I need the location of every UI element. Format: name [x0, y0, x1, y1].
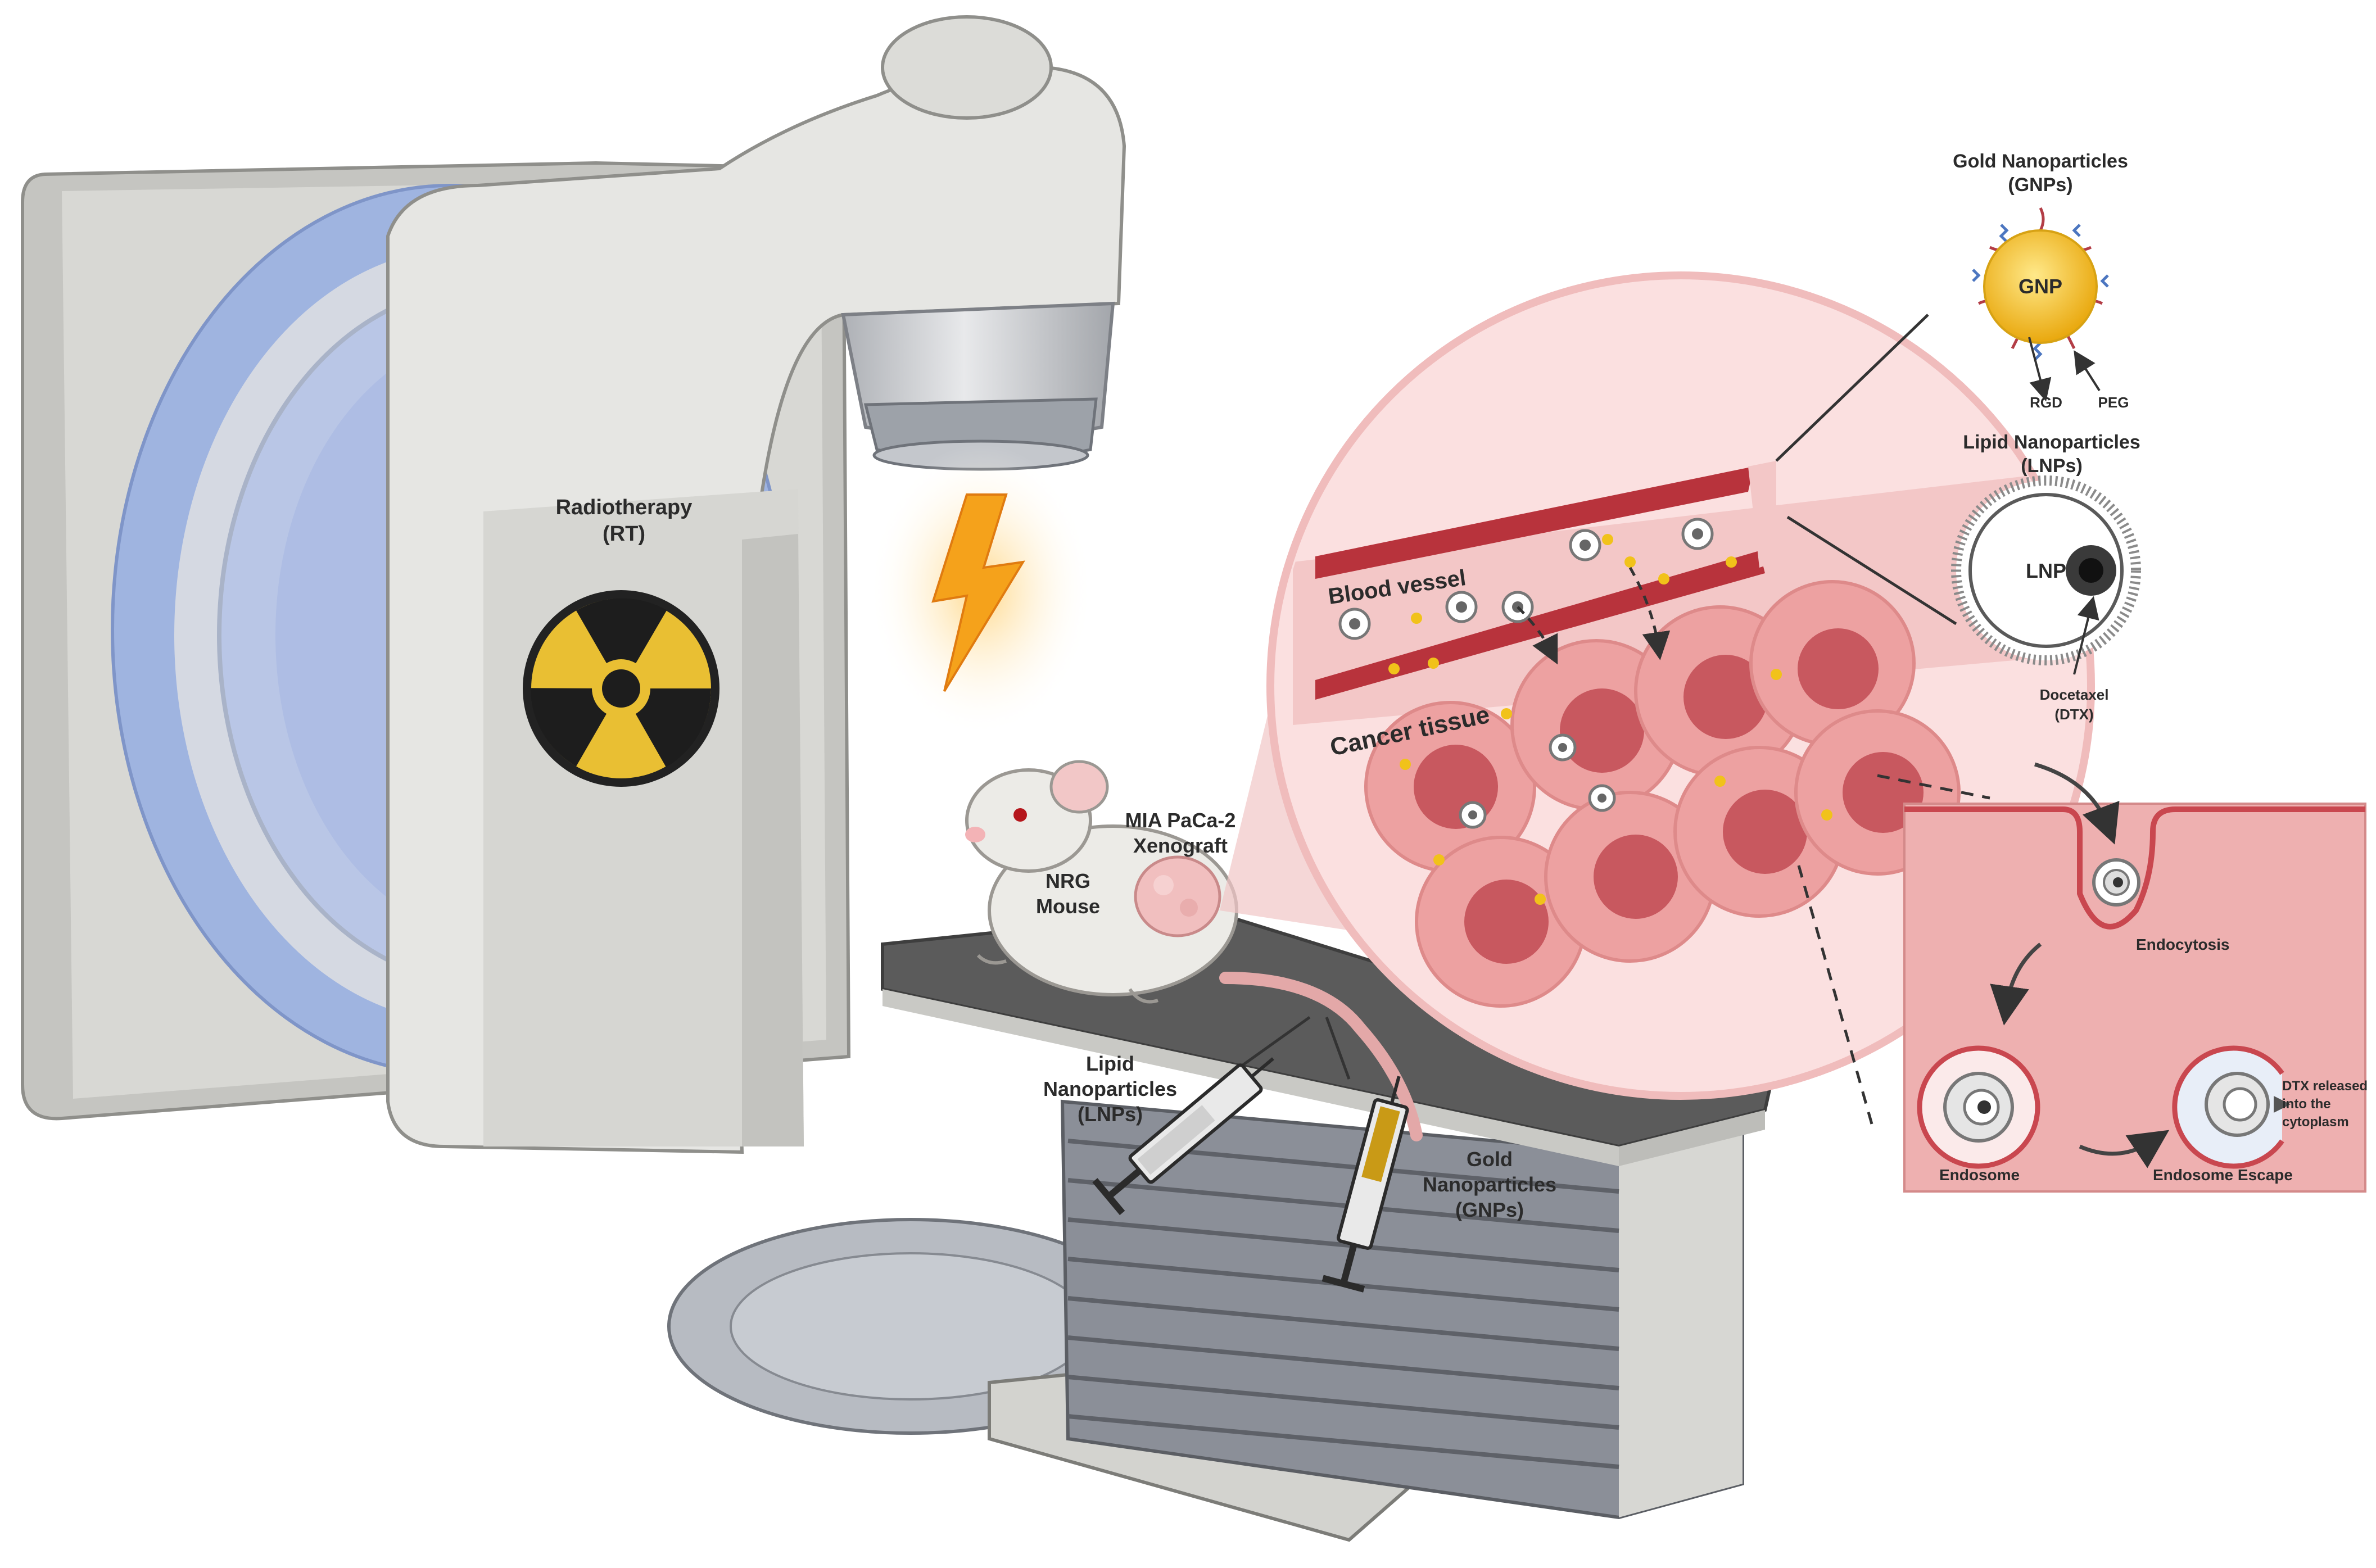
endosome-escape-icon — [2175, 1048, 2291, 1166]
endosome-escape-label: Endosome Escape — [2153, 1166, 2293, 1184]
mouse-label-line2: Mouse — [1036, 895, 1100, 918]
endosome-icon — [1920, 1048, 2038, 1166]
release-label-line3: cytoplasm — [2282, 1114, 2349, 1130]
endosome-label: Endosome — [1939, 1166, 2020, 1184]
gnp-title-line2: (GNPs) — [2008, 174, 2072, 196]
rt-label-line2: (RT) — [603, 522, 645, 546]
lnp-syringe-label-line3: (LNPs) — [1078, 1103, 1143, 1126]
lnp-core-label: LNP — [2026, 559, 2066, 582]
rt-label-line1: Radiotherapy — [556, 496, 693, 519]
lightning-bolt-icon — [868, 444, 1093, 736]
release-label-line1: DTX released — [2282, 1078, 2368, 1094]
xenograft-label-line2: Xenograft — [1133, 834, 1228, 857]
lipid-nanoparticle-icon: LNP — [1956, 481, 2136, 660]
lnp-syringe-label-line1: Lipid — [1086, 1052, 1134, 1075]
mouse-label-line1: NRG — [1046, 869, 1090, 892]
gnp-syringe-label-line3: (GNPs) — [1455, 1198, 1524, 1221]
peg-label: PEG — [2098, 394, 2129, 411]
xenograft-label-line1: MIA PaCa-2 — [1125, 809, 1236, 832]
lnp-title-line1: Lipid Nanoparticles — [1963, 432, 2140, 453]
gnp-syringe-label-line2: Nanoparticles — [1423, 1173, 1556, 1196]
endocytosis-label: Endocytosis — [2136, 936, 2229, 953]
xenograft-tumor — [1135, 857, 1220, 936]
gnp-syringe-label-line1: Gold — [1467, 1148, 1513, 1171]
gnp-title-line1: Gold Nanoparticles — [1953, 151, 2128, 172]
lnp-title-line2: (LNPs) — [2021, 455, 2083, 477]
gold-nanoparticle-icon: GNP — [1973, 208, 2108, 360]
lnp-syringe-label-line2: Nanoparticles — [1043, 1077, 1177, 1100]
docetaxel-label-line1: Docetaxel — [2040, 686, 2109, 703]
docetaxel-label-line2: (DTX) — [2054, 706, 2093, 723]
gnp-core-label: GNP — [2019, 275, 2062, 298]
release-label-line2: into the — [2282, 1096, 2331, 1112]
nanoparticle-icon — [2094, 860, 2139, 905]
rgd-label: RGD — [2030, 394, 2062, 411]
